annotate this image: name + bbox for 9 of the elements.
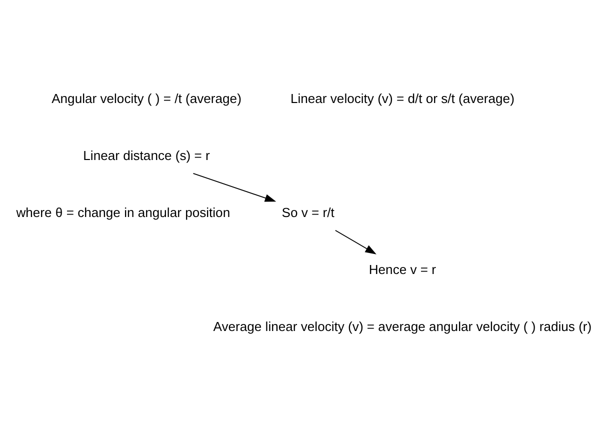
label: Average linear velocity (v) = average angular velocity ( ) radius (r) — [213, 318, 592, 334]
node-text: So v = r/t — [282, 204, 334, 220]
arrow — [192, 172, 276, 202]
arrow — [334, 230, 376, 254]
label: Angular velocity ( ) = /t (average) — [52, 91, 242, 106]
label: where θ = change in angular position — [16, 204, 230, 220]
node-text: Linear distance (s) = r — [83, 148, 210, 163]
node-text: Hence v = r — [368, 262, 436, 277]
label: Linear velocity (v) = d/t or s/t (average) — [290, 91, 514, 106]
